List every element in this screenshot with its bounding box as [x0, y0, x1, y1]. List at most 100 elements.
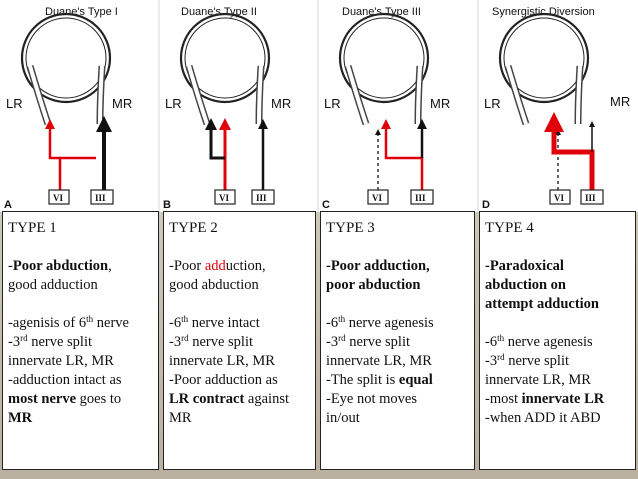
detail-text: -3 — [326, 334, 339, 350]
column-heading: TYPE 1 — [8, 220, 57, 236]
nerve-vi-label: VI — [53, 193, 63, 203]
detail-text: -3 — [485, 353, 498, 369]
mr-label: MR — [430, 96, 450, 111]
summary-line: attempt adduction — [485, 296, 599, 312]
detail-line: most nerve goes to — [8, 390, 154, 409]
panel-type-1: Duane's Type I LR MR VI III A — [4, 6, 132, 211]
summary-line: -Paradoxical — [485, 258, 564, 274]
column-heading: TYPE 3 — [326, 220, 375, 236]
superscript: th — [86, 314, 94, 324]
nerve-box-vi — [48, 189, 70, 205]
detail-line: innervate LR, MR — [169, 353, 275, 369]
nerve-box-iii — [580, 189, 604, 205]
summary-line: -Poor adduction, — [326, 258, 430, 274]
detail-line: -3rd nerve split — [8, 333, 154, 352]
details: -6th nerve agenesis -3rd nerve split inn… — [326, 314, 470, 428]
detail-line: -most innervate LR — [485, 390, 631, 409]
panel-type-3: Duane's Type III LR MR VI III C — [322, 6, 450, 211]
superscript: th — [497, 333, 505, 343]
detail-line: -6th nerve agenesis — [326, 314, 470, 333]
panel-letter: D — [482, 199, 490, 211]
detail-text: nerve split — [188, 334, 254, 350]
detail-text: nerve agenesis — [504, 334, 593, 350]
nerve-box-iii — [251, 189, 275, 205]
detail-line: innervate LR, MR — [485, 372, 591, 388]
panel-type-4: Synergistic Diversion LR MR VI III D — [482, 6, 630, 211]
summary-emphasis: add — [204, 258, 226, 274]
nerve-box-iii — [410, 189, 434, 205]
summary-prefix: -Poor — [169, 258, 205, 274]
detail-emphasis: innervate LR — [521, 391, 605, 407]
superscript: th — [338, 314, 346, 324]
detail-text: nerve intact — [188, 315, 260, 331]
duane-diagram: Duane's Type I LR MR VI III A — [0, 0, 638, 212]
type-2-column: TYPE 2 -Poor adduction,good abduction -6… — [163, 211, 316, 470]
details: -6th nerve agenesis -3rd nerve split inn… — [485, 333, 631, 428]
detail-line: -6th nerve intact — [169, 314, 311, 333]
mr-label: MR — [112, 96, 132, 111]
mr-label: MR — [610, 94, 630, 109]
detail-line: -3rd nerve split — [485, 352, 631, 371]
detail-line: -adduction intact as — [8, 372, 122, 388]
detail-line: MR — [8, 410, 33, 426]
detail-text: -3 — [169, 334, 182, 350]
detail-text: nerve — [93, 315, 129, 331]
detail-line: -6th nerve agenesis — [485, 333, 631, 352]
lr-label: LR — [165, 96, 182, 111]
nerve-iii-label: III — [95, 193, 106, 203]
nerve-vi-label: VI — [554, 193, 564, 203]
type-3-column: TYPE 3 -Poor adduction,poor abduction -6… — [320, 211, 475, 470]
nerve-box-vi — [549, 189, 571, 205]
detail-text: against — [244, 391, 289, 407]
detail-text: nerve split — [345, 334, 411, 350]
column-heading: TYPE 4 — [485, 220, 534, 236]
detail-line: -Poor adduction as — [169, 372, 278, 388]
summary: -Poor adduction,poor abduction — [326, 257, 470, 295]
summary: -Poor abduction,good adduction — [8, 257, 154, 295]
nerve-pathways — [544, 112, 595, 190]
panel-title: Duane's Type II — [181, 6, 257, 18]
detail-line: -The split is equal — [326, 371, 470, 390]
mr-label: MR — [271, 96, 291, 111]
nerve-iii-label: III — [256, 193, 267, 203]
superscript: rd — [181, 333, 189, 343]
nerve-box-iii — [90, 189, 114, 205]
summary-emphasis: Poor abduction — [12, 258, 109, 274]
details: -agenisis of 6th nerve -3rd nerve split … — [8, 314, 154, 428]
summary-line: abduction on — [485, 277, 566, 293]
summary: -Paradoxical abduction on attempt adductio… — [485, 257, 631, 314]
detail-emphasis: most nerve — [8, 391, 77, 407]
eye-globe-icon — [498, 12, 590, 126]
detail-text: -6 — [326, 315, 339, 331]
detail-text: -3 — [8, 334, 21, 350]
superscript: rd — [338, 333, 346, 343]
nerve-box-vi — [214, 189, 236, 205]
panel-letter: C — [322, 199, 330, 211]
superscript: rd — [497, 352, 505, 362]
detail-text: nerve split — [27, 334, 93, 350]
detail-emphasis: LR contract — [169, 391, 245, 407]
detail-text: -The split is — [326, 372, 399, 388]
summary-line: good abduction — [169, 277, 259, 293]
detail-line: -agenisis of 6th nerve — [8, 314, 154, 333]
lr-label: LR — [324, 96, 341, 111]
column-heading: TYPE 2 — [169, 220, 218, 236]
panel-letter: B — [163, 199, 171, 211]
detail-text: goes to — [76, 391, 122, 407]
detail-text: -6 — [485, 334, 498, 350]
detail-text: nerve split — [504, 353, 570, 369]
superscript: rd — [20, 333, 28, 343]
detail-line: innervate LR, MR — [8, 353, 114, 369]
detail-text: -6 — [169, 315, 182, 331]
nerve-pathways — [205, 118, 268, 190]
type-1-column: TYPE 1 -Poor abduction,good adduction -a… — [2, 211, 159, 470]
detail-line: -when ADD it ABD — [485, 410, 601, 426]
superscript: th — [181, 314, 189, 324]
nerve-vi-label: VI — [372, 193, 382, 203]
panel-letter: A — [4, 199, 12, 211]
detail-line: in/out — [326, 410, 360, 426]
nerve-pathways — [45, 116, 112, 190]
summary: -Poor adduction,good abduction — [169, 257, 311, 295]
nerve-iii-label: III — [585, 193, 596, 203]
